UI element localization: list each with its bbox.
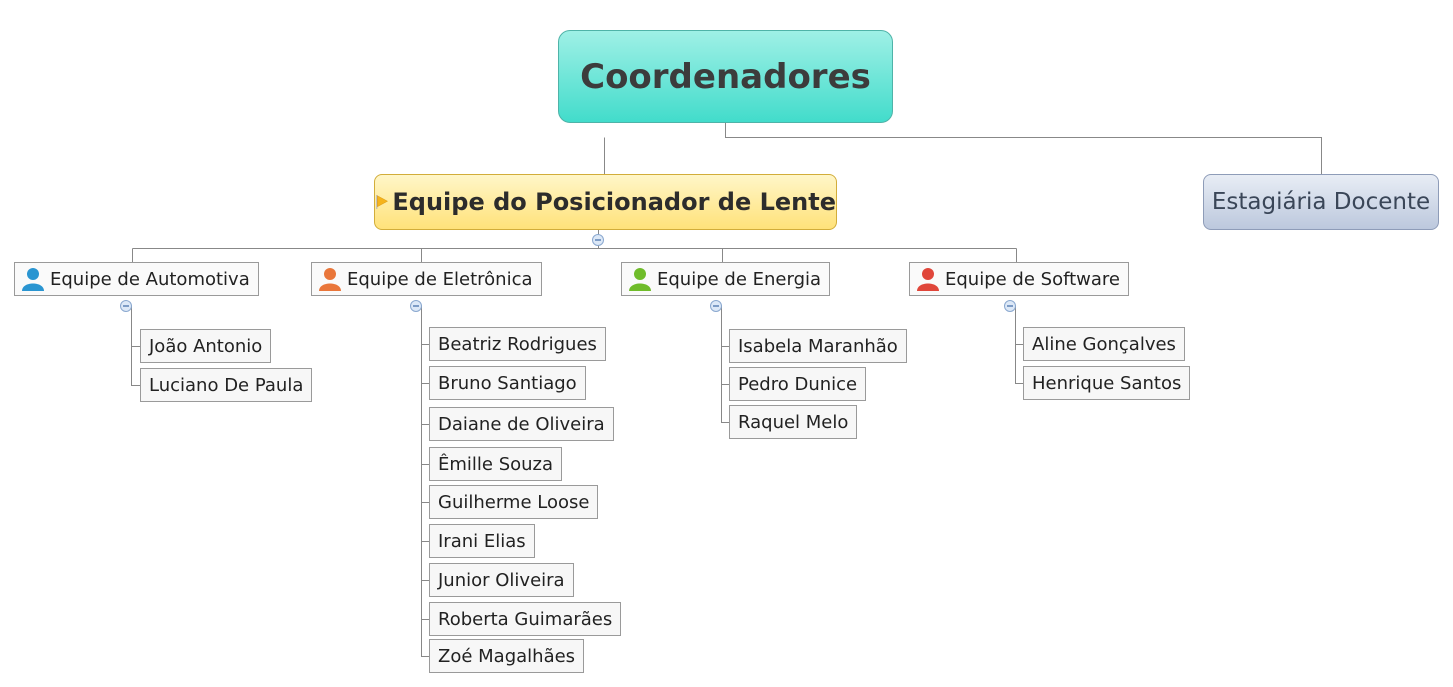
main-topic[interactable]: Equipe do Posicionador de Lente bbox=[374, 174, 837, 230]
person-icon bbox=[319, 268, 341, 291]
main-topic-label: Equipe do Posicionador de Lente bbox=[392, 188, 836, 216]
team-label: Equipe de Energia bbox=[657, 268, 822, 290]
member-label: Isabela Maranhão bbox=[738, 335, 898, 357]
member-node[interactable]: Bruno Santiago bbox=[429, 366, 586, 400]
member-node[interactable]: Irani Elias bbox=[429, 524, 535, 558]
flag-icon bbox=[376, 195, 389, 209]
person-icon bbox=[917, 268, 939, 291]
member-label: Luciano De Paula bbox=[149, 374, 304, 396]
member-node[interactable]: Pedro Dunice bbox=[729, 367, 867, 401]
member-label: Aline Gonçalves bbox=[1032, 333, 1176, 355]
member-label: Roberta Guimarães bbox=[438, 608, 613, 630]
member-node[interactable]: Zoé Magalhães bbox=[429, 639, 585, 673]
member-label: Pedro Dunice bbox=[738, 373, 858, 395]
collapse-toggle-main[interactable] bbox=[592, 234, 604, 246]
member-label: Henrique Santos bbox=[1032, 372, 1182, 394]
side-topic-label: Estagiária Docente bbox=[1211, 189, 1431, 215]
collapse-toggle-eletronica[interactable] bbox=[410, 300, 422, 312]
member-label: Êmille Souza bbox=[438, 453, 554, 475]
collapse-toggle-software[interactable] bbox=[1004, 300, 1016, 312]
team-automotiva[interactable]: Equipe de Automotiva bbox=[14, 262, 259, 296]
member-node[interactable]: Raquel Melo bbox=[729, 405, 858, 439]
side-topic[interactable]: Estagiária Docente bbox=[1203, 174, 1439, 230]
team-software[interactable]: Equipe de Software bbox=[909, 262, 1129, 296]
collapse-toggle-energia[interactable] bbox=[710, 300, 722, 312]
member-label: Daiane de Oliveira bbox=[438, 413, 605, 435]
team-eletronica[interactable]: Equipe de Eletrônica bbox=[311, 262, 542, 296]
member-label: Raquel Melo bbox=[738, 411, 849, 433]
member-node[interactable]: Henrique Santos bbox=[1023, 366, 1191, 400]
member-node[interactable]: Junior Oliveira bbox=[429, 563, 574, 597]
root-topic-label: Coordenadores bbox=[580, 56, 871, 97]
member-label: Irani Elias bbox=[438, 530, 526, 552]
member-node[interactable]: João Antonio bbox=[140, 329, 272, 363]
member-node[interactable]: Aline Gonçalves bbox=[1023, 327, 1185, 361]
team-label: Equipe de Eletrônica bbox=[347, 268, 533, 290]
root-topic[interactable]: Coordenadores bbox=[558, 30, 893, 123]
team-label: Equipe de Automotiva bbox=[50, 268, 250, 290]
member-label: João Antonio bbox=[149, 335, 263, 357]
member-label: Beatriz Rodrigues bbox=[438, 333, 597, 355]
team-label: Equipe de Software bbox=[945, 268, 1120, 290]
member-node[interactable]: Guilherme Loose bbox=[429, 485, 599, 519]
member-node[interactable]: Daiane de Oliveira bbox=[429, 407, 614, 441]
member-node[interactable]: Luciano De Paula bbox=[140, 368, 313, 402]
member-node[interactable]: Êmille Souza bbox=[429, 447, 563, 481]
member-label: Bruno Santiago bbox=[438, 372, 577, 394]
collapse-toggle-automotiva[interactable] bbox=[120, 300, 132, 312]
member-label: Junior Oliveira bbox=[438, 569, 565, 591]
member-node[interactable]: Beatriz Rodrigues bbox=[429, 327, 606, 361]
member-label: Zoé Magalhães bbox=[438, 645, 576, 667]
person-icon bbox=[629, 268, 651, 291]
member-node[interactable]: Roberta Guimarães bbox=[429, 602, 622, 636]
person-icon bbox=[22, 268, 44, 291]
member-node[interactable]: Isabela Maranhão bbox=[729, 329, 907, 363]
team-energia[interactable]: Equipe de Energia bbox=[621, 262, 831, 296]
member-label: Guilherme Loose bbox=[438, 491, 590, 513]
